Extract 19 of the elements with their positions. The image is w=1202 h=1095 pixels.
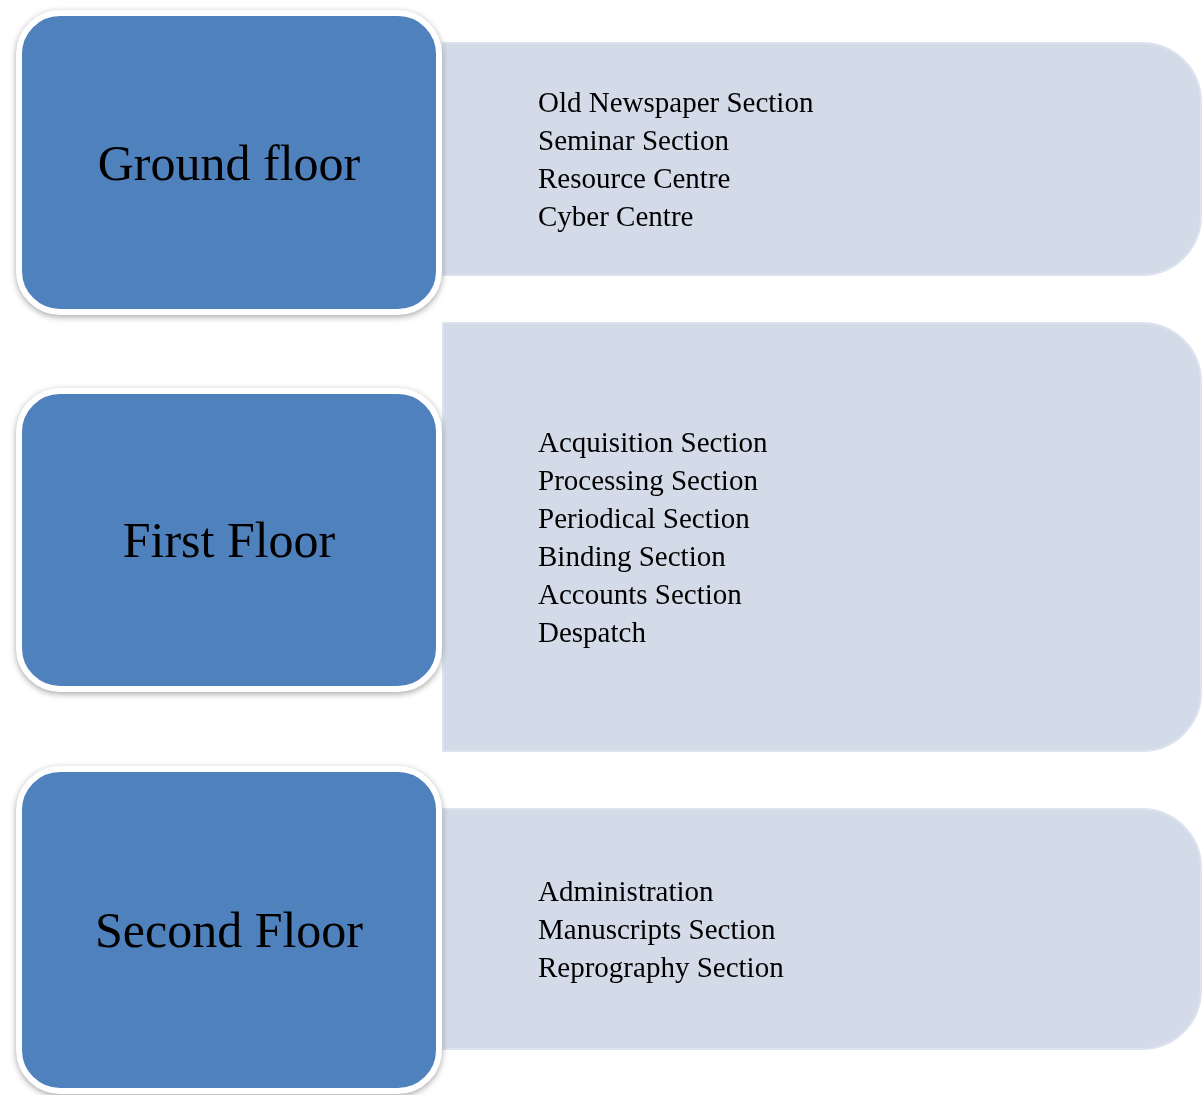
floor-label: First Floor: [122, 511, 336, 569]
section-name: Administration: [538, 874, 714, 909]
section-panel: [442, 322, 1202, 752]
section-name: Old Newspaper Section: [538, 85, 814, 120]
section-name: Reprography Section: [538, 950, 784, 985]
floor-label: Ground floor: [97, 133, 361, 192]
section-name: Binding Section: [538, 539, 726, 574]
section-panel: [442, 42, 1202, 276]
section-name: Acquisition Section: [538, 425, 768, 460]
floor-label: Second Floor: [94, 901, 363, 959]
section-name: Seminar Section: [538, 123, 729, 158]
section-name: Accounts Section: [538, 577, 742, 612]
section-name: Resource Centre: [538, 161, 731, 196]
section-name: Cyber Centre: [538, 199, 694, 234]
section-name: Periodical Section: [538, 501, 750, 536]
section-name: Despatch: [538, 615, 646, 650]
section-name: Manuscripts Section: [538, 912, 776, 947]
section-name: Processing Section: [538, 463, 758, 498]
section-panel: [442, 808, 1202, 1050]
